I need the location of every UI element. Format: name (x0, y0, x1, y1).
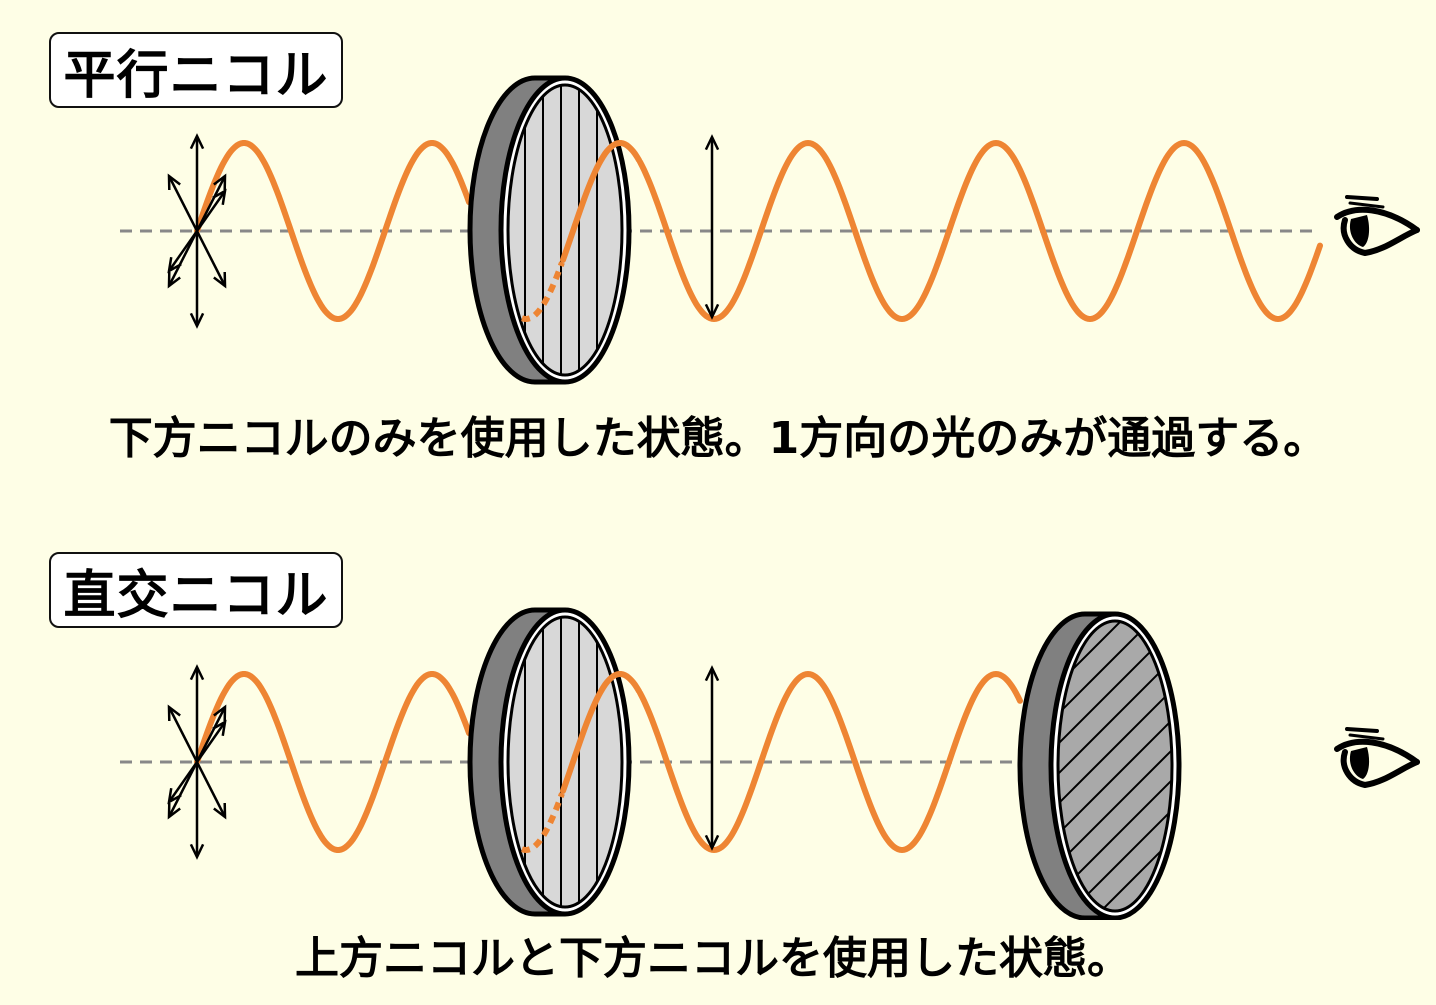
light-wave-right (637, 670, 1023, 854)
crossed-nicol-caption: 上方ニコルと下方ニコルを使用した状態。 (295, 933, 1131, 984)
light-wave-hidden (521, 792, 565, 854)
crossed-nicol-label: 直交ニコル (49, 552, 343, 628)
crossed-nicol-title: 直交ニコル (63, 565, 329, 626)
light-wave-hidden (521, 261, 565, 323)
eye-icon (1334, 195, 1420, 257)
lower-polarizer (467, 607, 632, 917)
light-wave-through-filter (560, 140, 642, 263)
polarization-arrows-icon (167, 133, 227, 329)
light-wave-left (194, 140, 472, 322)
parallel-nicol-caption: 下方ニコルのみを使用した状態。1方向の光のみが通過する。 (108, 413, 1328, 464)
eye-icon (1334, 727, 1420, 789)
light-wave-right (637, 139, 1323, 323)
light-wave-through-filter (560, 671, 642, 794)
upper-polarizer (1017, 611, 1182, 920)
parallel-nicol-diagram (120, 75, 1420, 385)
polarized-vibration-arrow (704, 134, 720, 320)
parallel-nicol-title: 平行ニコル (63, 45, 329, 106)
lower-polarizer (467, 75, 632, 385)
parallel-nicol-label: 平行ニコル (49, 32, 343, 108)
crossed-nicol-diagram (120, 607, 1420, 920)
polarization-arrows-icon (167, 664, 227, 860)
light-wave-left (194, 671, 472, 853)
polarized-vibration-arrow (704, 665, 720, 851)
